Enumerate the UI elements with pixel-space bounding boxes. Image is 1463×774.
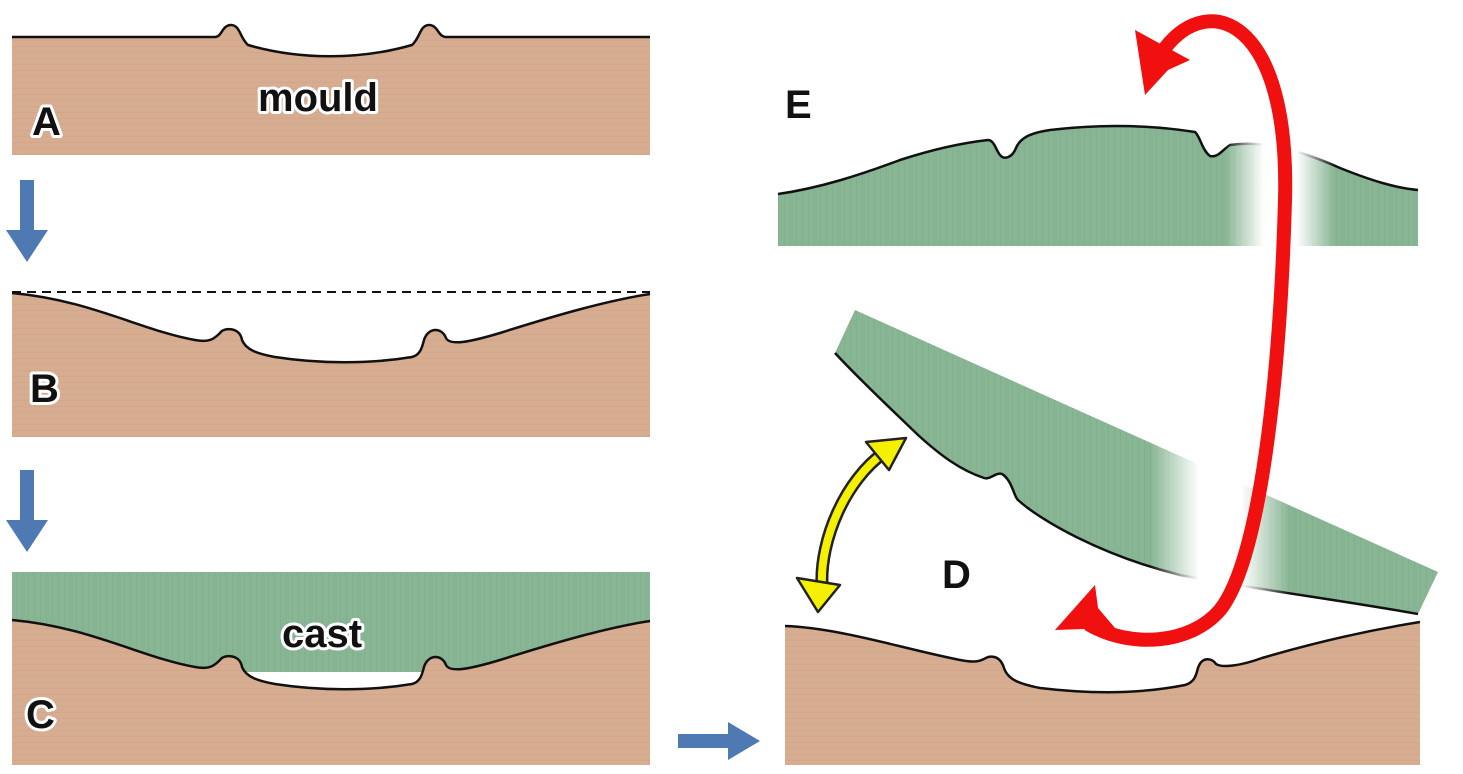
- mould-surface-a: [12, 23, 650, 58]
- step-arrow-down-2: [6, 470, 48, 552]
- arrow-right-icon: [678, 722, 760, 760]
- label-cast: cast: [282, 612, 362, 656]
- contact-arrow-head-bottom: [795, 576, 842, 614]
- label-c: C: [26, 693, 55, 737]
- mould-block-a: [12, 25, 650, 155]
- mould-surface-c: [11, 618, 651, 691]
- step-arrow-right: [678, 722, 760, 760]
- label-a: A: [32, 100, 61, 144]
- panel-b: B: [11, 291, 651, 437]
- arrow-down-icon: [6, 470, 48, 552]
- mould-surface-b: [11, 291, 651, 364]
- contact-arrow-shaft: [817, 448, 889, 589]
- arrow-head-bottom: [1055, 585, 1115, 630]
- label-d: D: [942, 553, 971, 597]
- panel-e: E: [777, 80, 1419, 250]
- panel-a: A mould: [12, 23, 650, 155]
- label-b: B: [30, 367, 59, 411]
- cast-block-d: [835, 310, 1438, 614]
- arrow-head-top: [1135, 30, 1190, 95]
- tilted-cast-d: D: [834, 310, 1438, 620]
- mould-block-b: [12, 293, 650, 437]
- mould-surface-d: [784, 620, 1421, 694]
- panel-c: cast C: [11, 572, 651, 765]
- label-e: E: [785, 83, 812, 127]
- arrow-down-icon: [6, 180, 48, 262]
- mould-block-c: [12, 620, 650, 765]
- step-arrow-down-1: [6, 180, 48, 262]
- flip-arrow: [1055, 14, 1293, 647]
- panel-d: [784, 620, 1421, 765]
- contact-arrow-head-top: [864, 436, 908, 472]
- contact-arrow: [795, 436, 908, 614]
- curved-double-arrow-icon: [1083, 14, 1293, 647]
- mould-block-d: [785, 622, 1420, 765]
- label-mould: mould: [258, 76, 378, 120]
